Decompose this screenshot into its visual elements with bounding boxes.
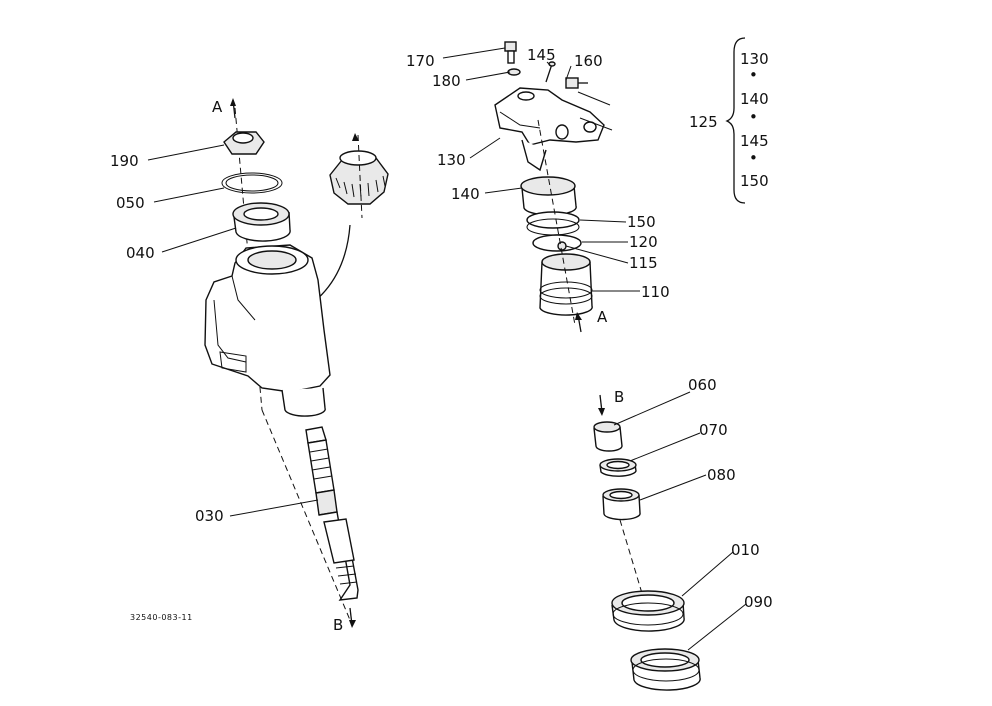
spline-shaft-030 (305, 426, 359, 601)
needle-bearing-080 (602, 488, 641, 521)
group-separator-2: • (749, 108, 758, 126)
bearing-040 (232, 202, 291, 242)
bolt-170 (504, 41, 517, 64)
group-member-3: 145 (740, 132, 769, 150)
steering-housing (204, 244, 331, 417)
group-member-4: 150 (740, 172, 769, 190)
group-member-2: 140 (740, 90, 769, 108)
callout-140: 140 (451, 185, 480, 203)
ball-115 (557, 241, 567, 251)
flow-labels: A A B B (212, 98, 624, 634)
callout-160: 160 (574, 52, 603, 70)
fitting-160 (565, 77, 588, 89)
callout-080: 080 (707, 466, 736, 484)
bevel-gear (329, 150, 389, 205)
group-separator-1: • (749, 66, 758, 84)
label-a-bottom: A (597, 308, 608, 326)
bearing-stack (593, 394, 701, 691)
label-b-top: B (614, 388, 624, 406)
bushing-060 (593, 421, 623, 452)
callout-115: 115 (629, 254, 658, 272)
callout-120: 120 (629, 233, 658, 251)
callout-060: 060 (688, 376, 717, 394)
race-010 (611, 590, 685, 632)
assembly-group-125: 125 130 • 140 • 145 • 150 (689, 37, 769, 204)
group-member-1: 130 (740, 50, 769, 68)
callout-130: 130 (437, 151, 466, 169)
ring-150 (526, 211, 580, 236)
callout-010: 010 (731, 541, 760, 559)
spool-110 (539, 253, 593, 316)
label-b-bottom: B (333, 616, 343, 634)
label-a-top: A (212, 98, 223, 116)
nut-190 (223, 131, 265, 155)
seal-070 (599, 458, 637, 477)
callout-150: 150 (627, 213, 656, 231)
callout-110: 110 (641, 283, 670, 301)
sleeve-140 (520, 176, 577, 216)
group-separator-3: • (749, 149, 758, 167)
callout-145: 145 (527, 46, 556, 64)
callout-170: 170 (406, 52, 435, 70)
valve-body-130 (494, 87, 613, 172)
group-id: 125 (689, 113, 718, 131)
callout-180: 180 (432, 72, 461, 90)
leader-lines (147, 47, 747, 651)
callout-070: 070 (699, 421, 728, 439)
valve-assembly (494, 41, 613, 333)
drawing-code: 32540-083-11 (130, 613, 193, 622)
main-housing-assembly (204, 98, 389, 628)
callout-050: 050 (116, 194, 145, 212)
snap-ring-050 (221, 172, 283, 194)
callout-090: 090 (744, 593, 773, 611)
callout-030: 030 (195, 507, 224, 525)
cup-090 (630, 648, 701, 691)
callout-040: 040 (126, 244, 155, 262)
callout-labels: 170 145 160 180 130 140 150 120 115 110 … (110, 46, 773, 611)
callout-190: 190 (110, 152, 139, 170)
